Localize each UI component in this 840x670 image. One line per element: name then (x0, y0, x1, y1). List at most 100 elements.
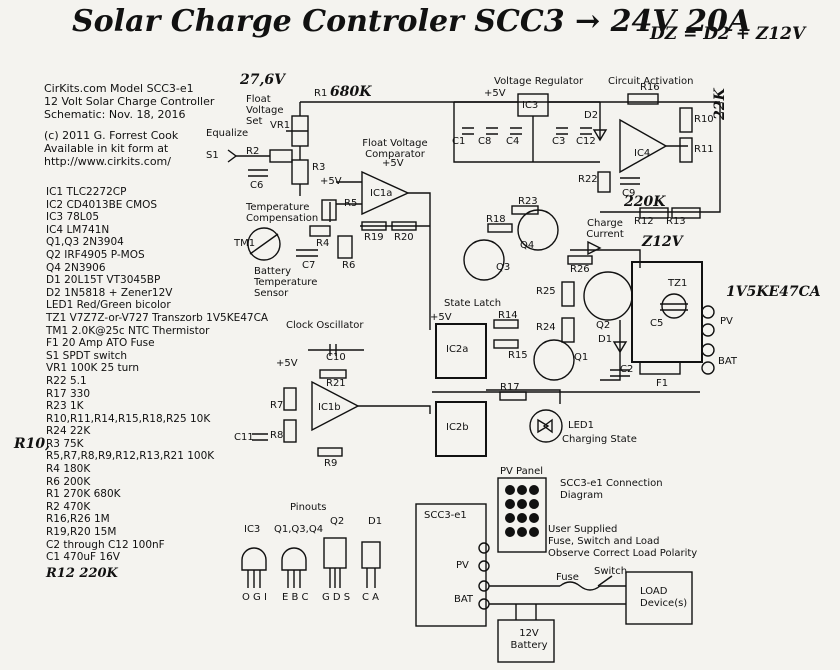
label-plus5v-osc: +5V (276, 358, 298, 369)
switch-symbol (597, 575, 613, 587)
c9-cap (620, 177, 640, 185)
r24-body (561, 317, 575, 343)
d2-diode (592, 129, 608, 142)
part-line: R16,R26 1M (46, 513, 110, 526)
refdes-r24: R24 (536, 322, 556, 333)
r14-body (493, 319, 519, 329)
refdes-r16: R16 (640, 82, 660, 93)
r16-body (627, 93, 659, 105)
battery-box (497, 619, 555, 663)
hand-r1-value: 680K (330, 84, 372, 100)
refdes-r10: R10 (694, 114, 714, 125)
tz1-box (631, 261, 703, 363)
r25-body (561, 281, 575, 307)
ic1a-out (408, 192, 431, 330)
q2-pins (329, 568, 341, 588)
refdes-c4: C4 (506, 136, 520, 147)
label-pin-gds: G D S (322, 592, 351, 603)
r19-body (361, 221, 387, 231)
hand-float-voltage: 27,6V (240, 72, 285, 88)
ic1b-out (358, 405, 431, 414)
part-line: D2 1N5818 + Zener12V (46, 286, 173, 299)
part-line: R17 330 (46, 387, 91, 400)
r21-body (319, 369, 347, 379)
part-line: R19,R20 15M (46, 526, 117, 539)
label-conn-bat: BAT (454, 594, 474, 605)
part-line: TZ1 V7Z7Z-or-V727 Transzorb 1V5KE47CA (46, 311, 269, 324)
conn-terminal (478, 560, 490, 572)
q2-package (323, 537, 347, 569)
c6-cap (248, 169, 268, 177)
part-line: Q4 2N3906 (46, 261, 106, 274)
refdes-c5: C5 (650, 318, 664, 329)
refdes-r18: R18 (486, 214, 506, 225)
part-line: VR1 100K 25 turn (46, 362, 140, 375)
refdes-c11: C11 (234, 432, 254, 443)
label-equalize: Equalize (206, 128, 249, 139)
r11-body (679, 137, 693, 163)
header-line: 12 Volt Solar Charge Controller (44, 95, 215, 108)
label-float-voltage-set: Float Voltage Set (246, 94, 284, 127)
refdes-r22: R22 (578, 174, 598, 185)
hand-tz1-value: 1V5KE47CA (726, 284, 821, 300)
ic4-opamp (619, 118, 668, 174)
refdes-s1: S1 (206, 150, 219, 161)
refdes-ic1a: IC1a (370, 188, 393, 199)
d1-wire (600, 320, 621, 381)
z12v-diode (587, 240, 602, 256)
pv-panel-box (497, 477, 547, 553)
led1-circle (529, 409, 563, 443)
label-conn-pv: PV (456, 560, 469, 571)
load-box (625, 571, 693, 625)
part-line: R12 220K (46, 565, 118, 581)
part-line: R6 200K (46, 475, 91, 488)
hand-r10-note: R10, (14, 436, 50, 452)
label-scc3-box: SCC3-e1 (424, 510, 467, 521)
terminal-pv-plus (701, 305, 715, 319)
refdes-r5: R5 (344, 198, 358, 209)
c5-cap (660, 303, 688, 311)
d1-pins (366, 568, 376, 588)
refdes-tm1: TM1 (234, 238, 256, 249)
refdes-r13: R13 (666, 216, 686, 227)
refdes-c12: C12 (576, 136, 596, 147)
part-line: D1 20L15T VT3045BP (46, 274, 161, 287)
part-line: TM1 2.0K@25c NTC Thermistor (46, 324, 210, 337)
r13-body (671, 207, 701, 219)
led1-diodes (537, 418, 553, 434)
header-line: (c) 2011 G. Forrest Cook (44, 129, 179, 142)
refdes-r23: R23 (518, 196, 538, 207)
terminal-bat-plus (701, 343, 715, 357)
part-line: LED1 Red/Green bicolor (46, 299, 171, 312)
r10-body (679, 107, 693, 133)
pv-cells (505, 485, 539, 537)
part-line: IC2 CD4013BE CMOS (46, 198, 158, 211)
tz1-circle (661, 293, 687, 319)
tm1-circle (247, 227, 281, 261)
d1-package (361, 541, 381, 569)
part-line: F1 20 Amp ATO Fuse (46, 337, 155, 350)
label-bat-terminal: BAT (718, 356, 738, 367)
r18-body (487, 223, 513, 233)
q3-circle (463, 239, 505, 281)
hand-z12v: Z12V (642, 234, 683, 250)
terminal-pv-minus (701, 323, 715, 337)
hand-r12-value: 220K (624, 194, 666, 210)
schematic-title: Solar Charge Controler SCC3 → 24V 20A (72, 4, 752, 39)
label-state-latch: State Latch (444, 298, 502, 309)
q1-circle (533, 339, 575, 381)
r2-body (269, 149, 293, 163)
scc3-box (415, 503, 487, 627)
label-pv-panel: PV Panel (500, 466, 544, 477)
r12-body (639, 207, 669, 219)
label-load: LOAD Device(s) (640, 586, 688, 609)
label-float-voltage-comparator: Float Voltage Comparator (362, 138, 428, 160)
label-pv-terminal: PV (720, 316, 733, 327)
part-line: IC1 TLC2272CP (46, 186, 127, 198)
header-line: CirKits.com Model SCC3-e1 (44, 82, 194, 95)
refdes-r14: R14 (498, 310, 518, 321)
refdes-r4: R4 (316, 238, 330, 249)
c8-cap (486, 127, 498, 135)
refdes-q4: Q4 (520, 240, 535, 251)
